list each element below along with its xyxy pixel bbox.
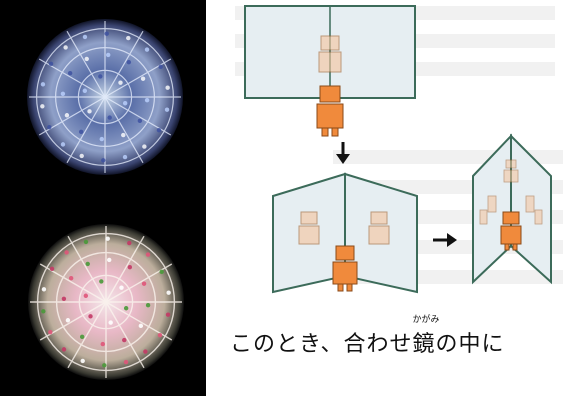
mirror-diagram-svg	[235, 5, 563, 294]
caption-kanji-with-ruby: かがみ鏡	[412, 315, 439, 358]
caption-kanji: 鏡	[412, 332, 436, 357]
caption-ruby: かがみ	[412, 315, 440, 325]
open-mirror-figure	[272, 172, 418, 294]
robot-figure-angled	[500, 211, 522, 251]
kaleidoscope-blue-image	[27, 19, 183, 175]
angled-mirror-figure	[472, 133, 552, 285]
robot-reflection-left	[298, 211, 320, 245]
caption-before: このとき、合わせ	[230, 332, 413, 357]
mirror-diagram	[213, 0, 569, 303]
caption-after: の中に	[435, 332, 505, 357]
flat-mirror-figure	[244, 5, 416, 137]
robot-reflection-right	[368, 211, 390, 245]
down-arrow-icon	[336, 142, 350, 164]
right-arrow-icon	[433, 233, 457, 247]
kaleidoscope-photos-svg	[27, 19, 184, 380]
caption-text: このとき、合わせかがみ鏡の中に	[230, 315, 505, 358]
kaleidoscope-pink-image	[28, 224, 184, 380]
robot-reflection-top	[318, 35, 342, 73]
kaleidoscope-photos	[0, 0, 206, 396]
robot-figure-top	[316, 85, 344, 137]
robot-figure-bottom	[332, 245, 358, 292]
